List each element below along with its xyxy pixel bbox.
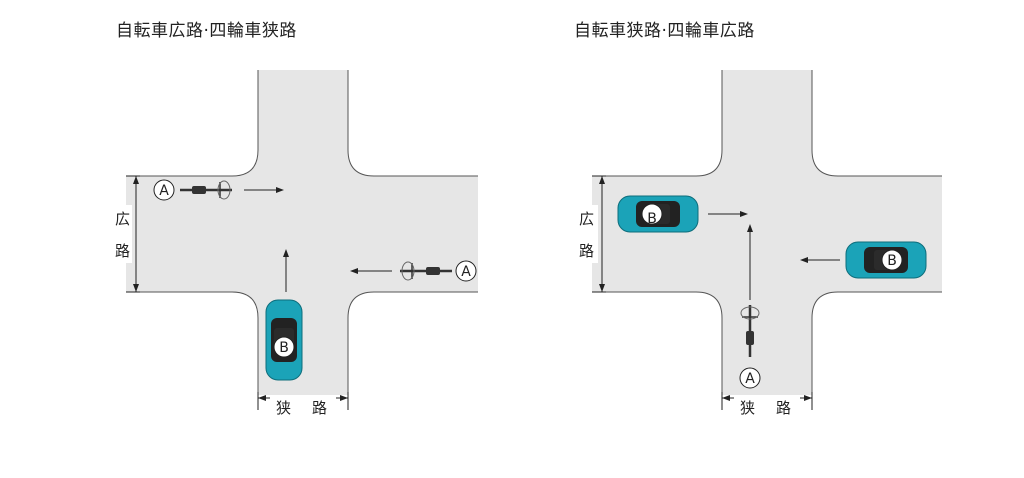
road-edge-top-right xyxy=(811,70,942,177)
left-diagram-panel: 自転車広路·四輪車狭路 広 路 狭 路 xyxy=(110,21,478,417)
vehicle-b-right-text: B xyxy=(887,253,897,269)
narrow-road-label-2: 路 xyxy=(776,399,791,417)
road-edge-top-left xyxy=(592,70,723,177)
vehicle-b-text: B xyxy=(279,340,289,356)
right-panel-title: 自転車狭路·四輪車広路 xyxy=(574,21,755,41)
vehicle-b-left-text: B xyxy=(647,211,657,227)
intersection-road xyxy=(126,70,478,395)
vehicle-a-right-label: A xyxy=(455,260,477,282)
narrow-road-dimension: 狭 路 xyxy=(721,392,813,417)
bicycle-icon xyxy=(400,261,452,281)
narrow-road-label-1: 狭 xyxy=(740,399,755,417)
road-edge-bottom-left xyxy=(126,291,259,395)
car-icon xyxy=(265,299,303,381)
vehicle-a-right-text: A xyxy=(461,264,471,280)
wide-road-label-1: 広 xyxy=(579,210,594,228)
left-intersection-diagram: 広 路 狭 路 A xyxy=(110,70,478,417)
vehicle-a-left-label: A xyxy=(153,179,175,201)
wide-road-label-2: 路 xyxy=(579,242,594,260)
arrow-a-direction xyxy=(244,187,284,193)
arrow-a-direction xyxy=(747,224,753,300)
road-edge-bottom-right xyxy=(811,291,942,395)
car-icon xyxy=(617,195,699,233)
vehicle-a-text: A xyxy=(745,371,755,387)
left-panel-title: 自転車広路·四輪車狭路 xyxy=(116,21,297,41)
narrow-road-label-2: 路 xyxy=(312,399,327,417)
road-edge-bottom-right xyxy=(347,291,478,395)
narrow-road-dimension: 狭 路 xyxy=(257,392,349,417)
road-edge-top-left xyxy=(126,70,259,177)
bicycle-icon xyxy=(740,305,760,357)
vehicle-a-left-text: A xyxy=(159,183,169,199)
road-edge-top-right xyxy=(347,70,478,177)
narrow-road-label-1: 狭 xyxy=(276,399,291,417)
road-edge-bottom-left xyxy=(592,291,723,395)
arrow-b-direction xyxy=(283,249,289,292)
car-icon xyxy=(845,241,927,279)
wide-road-dimension: 広 路 xyxy=(110,175,140,293)
bicycle-icon xyxy=(180,180,232,200)
intersection-road xyxy=(592,70,942,395)
arrow-a2-direction xyxy=(350,268,392,274)
right-intersection-diagram: 広 路 狭 路 B xyxy=(576,70,942,417)
wide-road-label-2: 路 xyxy=(115,242,130,260)
arrow-b-right-direction xyxy=(800,257,840,263)
vehicle-a-label: A xyxy=(739,367,761,389)
wide-road-dimension: 広 路 xyxy=(576,175,606,293)
wide-road-label-1: 広 xyxy=(115,210,130,228)
arrow-b-left-direction xyxy=(708,211,748,217)
right-diagram-panel: 自転車狭路·四輪車広路 広 路 狭 路 xyxy=(512,0,1024,478)
